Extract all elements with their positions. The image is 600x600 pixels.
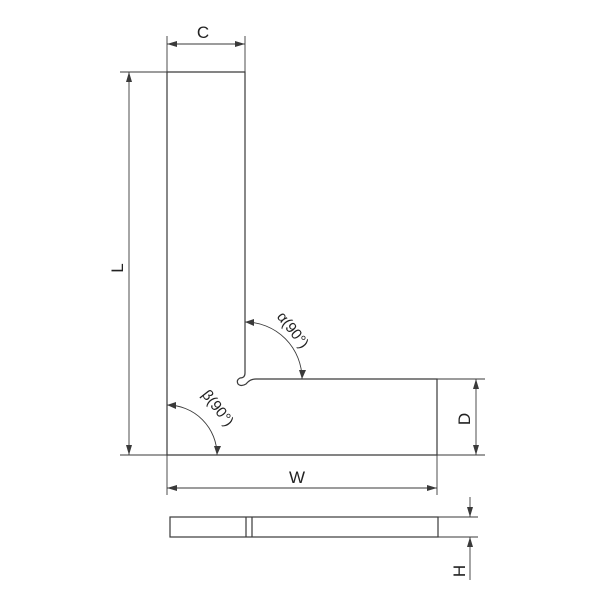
dimension-c: C bbox=[167, 23, 245, 47]
arrowhead-c-left bbox=[167, 41, 177, 47]
label-c: C bbox=[197, 23, 209, 42]
arrowhead-beta-start bbox=[167, 402, 176, 409]
arrowhead-w-right bbox=[427, 485, 437, 491]
side-view-rect bbox=[169, 516, 439, 538]
label-w: W bbox=[289, 468, 305, 487]
arrowhead-d-bottom bbox=[473, 445, 479, 455]
arrowhead-d-top bbox=[473, 379, 479, 389]
arrowhead-c-right bbox=[235, 41, 245, 47]
label-beta: β(90°) bbox=[198, 387, 237, 430]
dimension-w: W bbox=[167, 468, 437, 491]
square-body bbox=[166, 71, 438, 456]
arrowhead-l-bottom bbox=[126, 445, 132, 455]
dimension-d: D bbox=[455, 379, 479, 455]
arrowhead-w-left bbox=[167, 485, 177, 491]
label-l: L bbox=[108, 263, 127, 272]
dimension-l: L bbox=[108, 72, 132, 455]
label-alpha: α(90°) bbox=[273, 309, 312, 352]
arc-alpha bbox=[244, 321, 303, 380]
extension-lines bbox=[120, 36, 485, 538]
arrowhead-l-top bbox=[126, 72, 132, 82]
arrowhead-h-bottom bbox=[467, 537, 473, 547]
dimension-h: H bbox=[450, 497, 473, 580]
label-d: D bbox=[455, 413, 474, 425]
arrowhead-alpha-end bbox=[299, 370, 306, 379]
arrowhead-beta-end bbox=[214, 446, 221, 455]
arrowhead-h-top bbox=[467, 507, 473, 517]
arrowhead-alpha-start bbox=[245, 319, 254, 326]
l-square-outline bbox=[166, 71, 438, 456]
arc-beta bbox=[166, 404, 218, 456]
angle-alpha: α(90°) bbox=[244, 309, 312, 380]
side-view-bar bbox=[169, 516, 439, 538]
angle-beta: β(90°) bbox=[166, 387, 237, 456]
label-h: H bbox=[450, 565, 469, 577]
